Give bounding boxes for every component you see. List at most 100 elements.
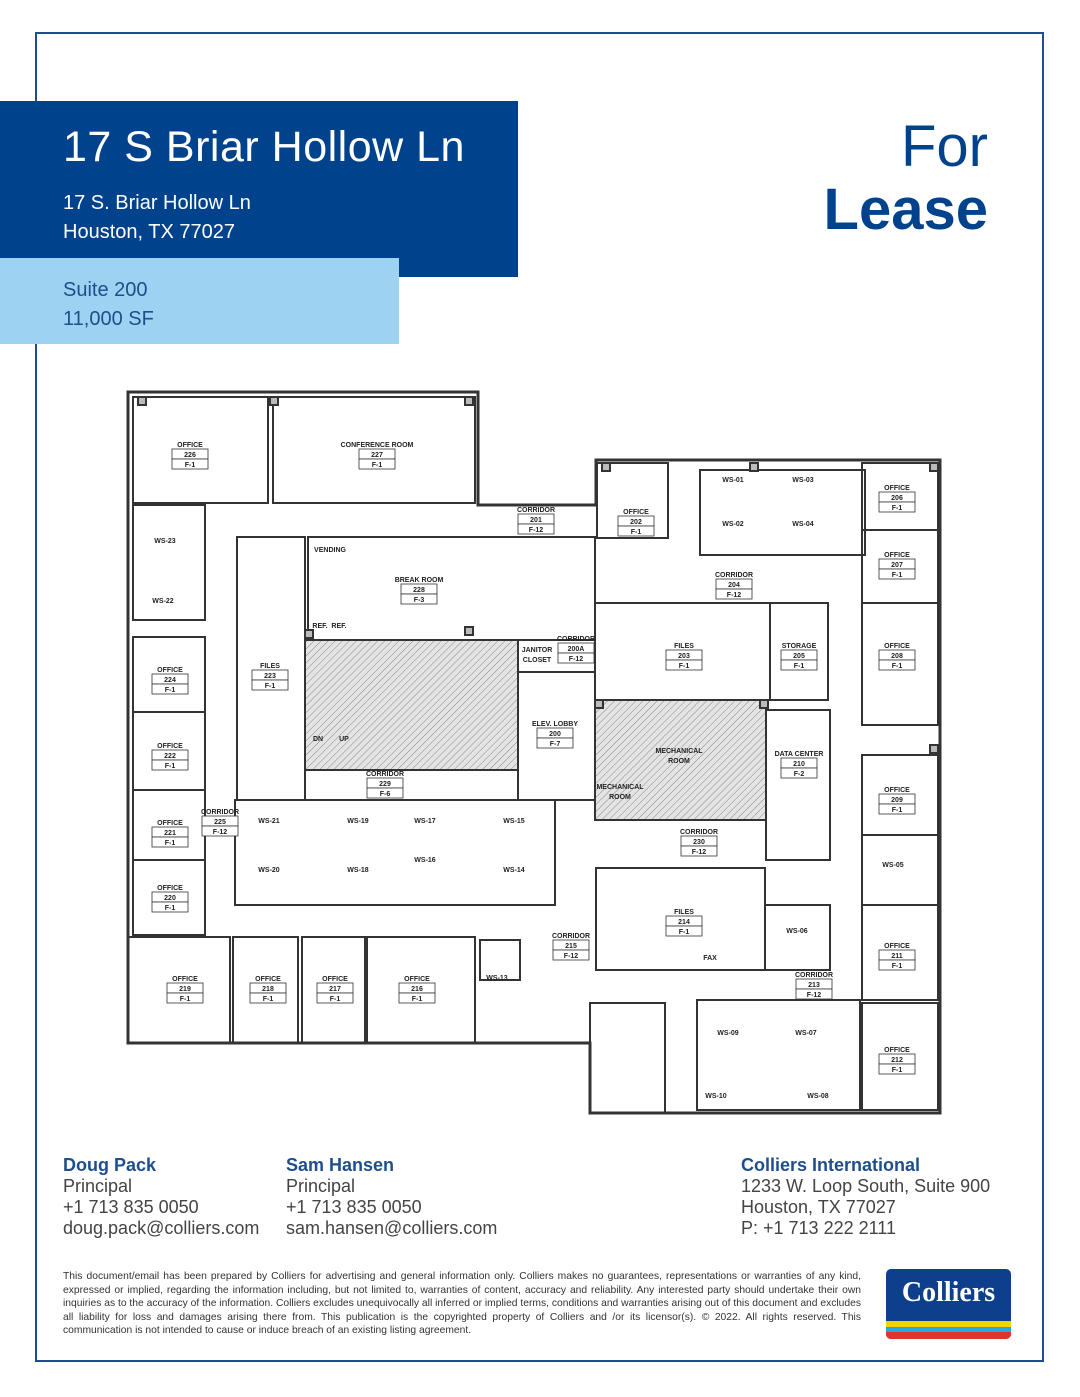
building-outline [126,390,942,1115]
room-label-text: CORRIDOR [552,933,590,940]
room-label-text: CORRIDOR [680,829,718,836]
room-label: MECHANICAL ROOM [596,784,644,801]
room-label-text: CORRIDOR [795,972,833,979]
room-label-text: F-1 [330,996,341,1003]
column [464,626,474,636]
room-label-text: F-7 [550,741,561,748]
room-label-text: 203 [678,653,690,660]
room-label: WS-14 [503,867,525,874]
room-label-text: JANITOR [522,647,553,654]
room-label-text: FILES [260,663,280,670]
room-wall [132,859,206,936]
logo-wordmark: Colliers [901,1277,996,1308]
property-address: 17 S. Briar Hollow Ln Houston, TX 77027 [63,189,251,247]
room-label: WS-22 [152,598,174,605]
company-address: Houston, TX 77027 [741,1197,896,1217]
room-label-text: 225 [214,819,226,826]
room-label: REF. [331,623,346,630]
room-label-text: 228 [413,587,425,594]
lease-text: Lease [823,177,988,242]
room-label-text: ELEV. LOBBY [532,721,578,728]
room-label-text: OFFICE [157,667,183,674]
column [594,699,604,709]
room-label-text: OFFICE [884,787,910,794]
room-wall [127,936,231,1044]
room-label-text: F-1 [892,1067,903,1074]
room-label-text: WS-03 [792,477,814,484]
contact-phone[interactable]: +1 713 835 0050 [63,1197,199,1217]
property-title: 17 S Briar Hollow Ln [63,123,465,171]
room-label-text: WS-15 [503,818,525,825]
contact-phone[interactable]: +1 713 835 0050 [286,1197,422,1217]
room-label-text: WS-23 [154,538,176,545]
suite-number: Suite 200 [63,279,148,301]
room-label: WS-21 [258,818,280,825]
room-wall [764,904,831,971]
room-label-text: 227 [371,452,383,459]
room-label: DN [313,736,323,743]
room-label-text: VENDING [314,547,346,554]
room-label-text: F-1 [185,462,196,469]
disclaimer: This document/email has been prepared by… [63,1271,861,1337]
room-label-text: 223 [264,673,276,680]
room-label: REF. [312,623,327,630]
room-label-text: 205 [793,653,805,660]
room-wall [769,602,829,701]
room-wall [132,504,206,621]
room-label-text: WS-14 [503,867,525,874]
room-label-text: CORRIDOR [366,771,404,778]
address-line: Houston, TX 77027 [63,221,235,243]
contact-sam-hansen: Sam Hansen Principal +1 713 835 0050 sam… [286,1155,497,1239]
column [759,699,769,709]
room-label-text: WS-08 [807,1093,829,1100]
contact-email[interactable]: sam.hansen@colliers.com [286,1218,498,1238]
room-label-text: F-3 [414,597,425,604]
room-wall [861,904,939,1001]
room-label-text: OFFICE [884,943,910,950]
room-label-text: 209 [891,797,903,804]
room-label-text: 222 [164,753,176,760]
contact-email[interactable]: doug.pack@colliers.com [63,1218,260,1238]
room-label-text: WS-01 [722,477,744,484]
company-info: Colliers International 1233 W. Loop Sout… [741,1155,990,1239]
room-label: WS-04 [792,521,814,528]
room-label-text: ROOM [668,758,690,765]
room-wall [589,1002,666,1114]
room-label-text: WS-20 [258,867,280,874]
contact-title: Principal [286,1176,356,1196]
room-label-text: F-1 [372,462,383,469]
room-label-text: CORRIDOR [557,636,595,643]
room-label-text: F-1 [180,996,191,1003]
room-label-text: F-1 [263,996,274,1003]
room-label-text: ROOM [609,794,631,801]
column [749,462,759,472]
room-label-text: MECHANICAL [596,784,644,791]
property-banner: 17 S Briar Hollow Ln 17 S. Briar Hollow … [0,101,518,277]
company-phone[interactable]: P: +1 713 222 2111 [741,1218,896,1238]
room-label-text: F-1 [165,840,176,847]
room-label-text: 220 [164,895,176,902]
room-label-text: F-1 [165,687,176,694]
room-label: FAX [703,955,717,962]
page-frame [35,32,1044,1362]
room-label-text: F-1 [165,905,176,912]
room-label-text: OFFICE [172,976,198,983]
room-label: WS-10 [705,1093,727,1100]
room-label-text: F-1 [631,529,642,536]
room-label-text: 214 [678,919,690,926]
